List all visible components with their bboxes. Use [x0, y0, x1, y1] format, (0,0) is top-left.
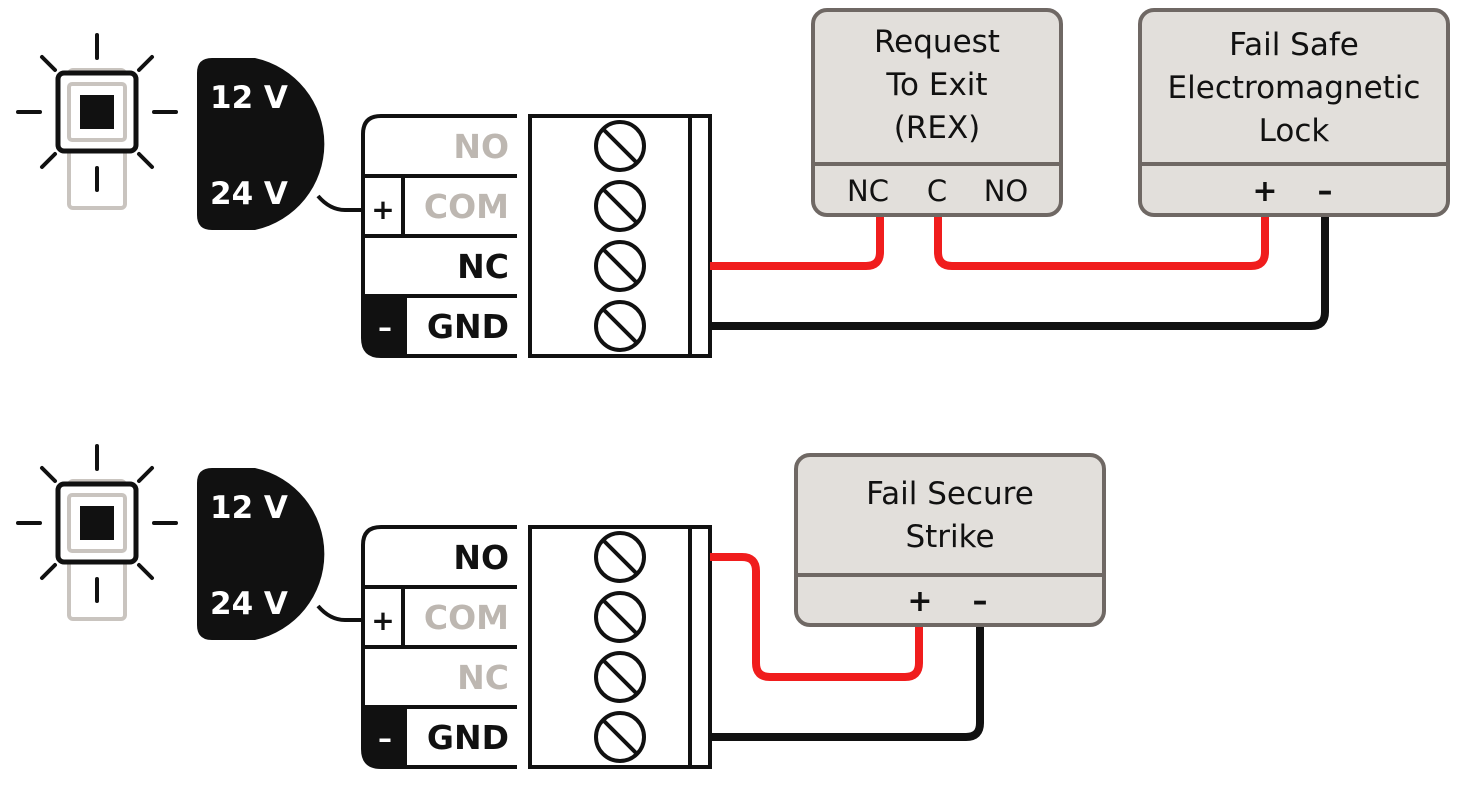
terminal-label-no: NO: [453, 538, 509, 577]
terminal-label-no: NO: [453, 127, 509, 166]
rex-terminal-nc: NC: [847, 174, 889, 208]
rex-device: Request To Exit (REX) NC C NO: [811, 8, 1063, 217]
maglock-title-line-1: Fail Safe: [1229, 27, 1359, 63]
wire-gnd-to-lock-negative: [710, 215, 1329, 330]
wire-no-to-strike-positive: [710, 553, 923, 681]
wires: [710, 215, 1329, 330]
terminal-label-com: COM: [424, 598, 509, 637]
voltage-selector: 12 V 24 V: [197, 468, 363, 640]
rex-terminal-no: NO: [984, 174, 1029, 208]
com-polarity-label: +: [371, 193, 394, 226]
terminal-block: + – NO COM NC GND: [361, 114, 712, 358]
maglock-device: Fail Safe Electromagnetic Lock + –: [1138, 8, 1450, 217]
gnd-polarity-label: –: [378, 722, 392, 755]
maglock-terminal-negative: –: [1318, 174, 1333, 209]
voltage-label-12v: 12 V: [210, 80, 288, 116]
screw-terminal-icon: [594, 120, 646, 352]
strike-terminal-positive: +: [907, 584, 932, 619]
strike-title-line-1: Fail Secure: [866, 476, 1034, 512]
gnd-polarity-label: –: [378, 311, 392, 344]
voltage-label-24v: 24 V: [210, 176, 288, 212]
wire-nc-to-rex: [710, 215, 884, 270]
diagram-fail-secure: 12 V 24 V + – NO COM NC GND: [16, 444, 1106, 769]
wire-gnd-to-strike-negative: [710, 625, 984, 741]
wires: [710, 553, 984, 741]
voltage-label-24v: 24 V: [210, 586, 288, 622]
terminal-label-nc: NC: [457, 247, 509, 286]
terminal-label-nc: NC: [457, 658, 509, 697]
screw-terminal-icon: [594, 531, 646, 763]
strike-terminal-negative: –: [973, 584, 988, 619]
maglock-title-line-3: Lock: [1259, 113, 1330, 149]
com-polarity-label: +: [371, 604, 394, 637]
voltage-selector: 12 V 24 V: [197, 58, 363, 230]
status-light-icon: [16, 33, 178, 210]
terminal-block: + – NO COM NC GND: [361, 525, 712, 769]
wire-rex-c-to-lock-positive: [934, 215, 1269, 270]
terminal-label-gnd: GND: [427, 307, 509, 346]
maglock-title-line-2: Electromagnetic: [1168, 70, 1421, 106]
status-light-icon: [16, 444, 178, 621]
maglock-terminal-positive: +: [1252, 174, 1277, 209]
terminal-label-com: COM: [424, 187, 509, 226]
terminal-label-gnd: GND: [427, 718, 509, 757]
strike-title-line-2: Strike: [905, 519, 994, 555]
strike-device: Fail Secure Strike + –: [794, 453, 1106, 627]
rex-title-line-2: To Exit: [885, 67, 987, 103]
voltage-label-12v: 12 V: [210, 490, 288, 526]
rex-title-line-3: (REX): [894, 110, 981, 146]
rex-terminal-c: C: [927, 174, 947, 208]
rex-title-line-1: Request: [874, 24, 1000, 60]
diagram-fail-safe: 12 V 24 V + – NO COM NC GND: [16, 8, 1450, 358]
